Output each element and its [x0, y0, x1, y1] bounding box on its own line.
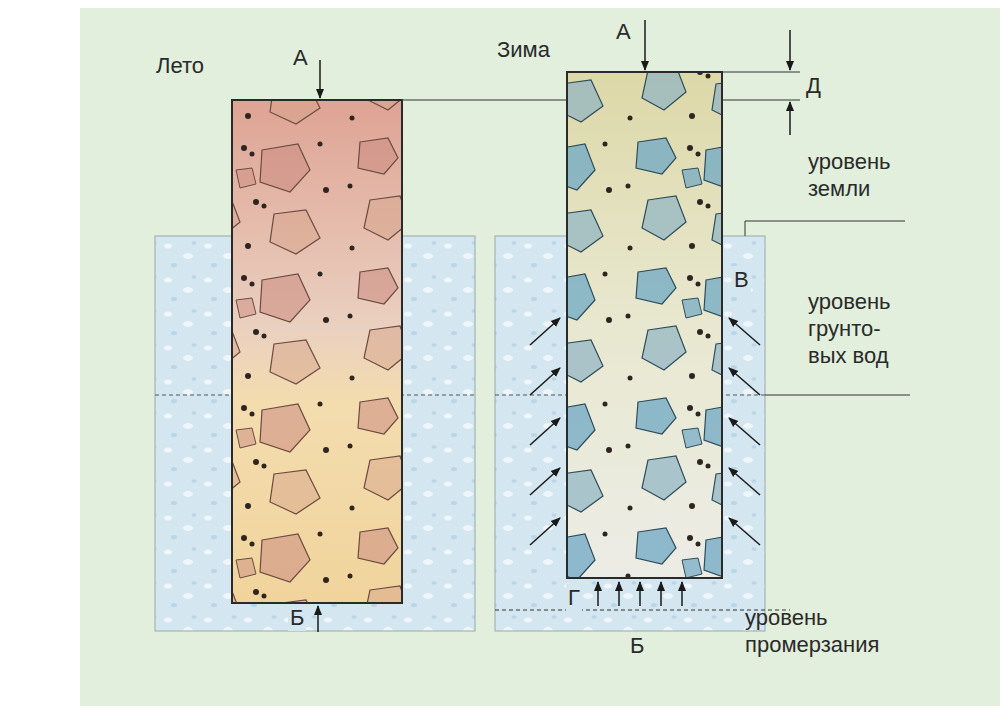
force-letter: А — [293, 44, 308, 71]
season-title: Зима — [497, 36, 550, 63]
level-label: уровень промерзания — [745, 604, 895, 658]
dimension-letter: Д — [806, 72, 821, 99]
force-letter: Б — [630, 632, 644, 659]
season-title: Лето — [156, 52, 204, 79]
level-label: уровень земли — [808, 148, 928, 202]
force-letter: Б — [288, 604, 306, 631]
level-label: уровень грунто-вых вод — [808, 288, 908, 369]
zone-letter: В — [732, 266, 751, 293]
force-letter: А — [616, 18, 631, 45]
zone-letter: Г — [566, 584, 582, 611]
